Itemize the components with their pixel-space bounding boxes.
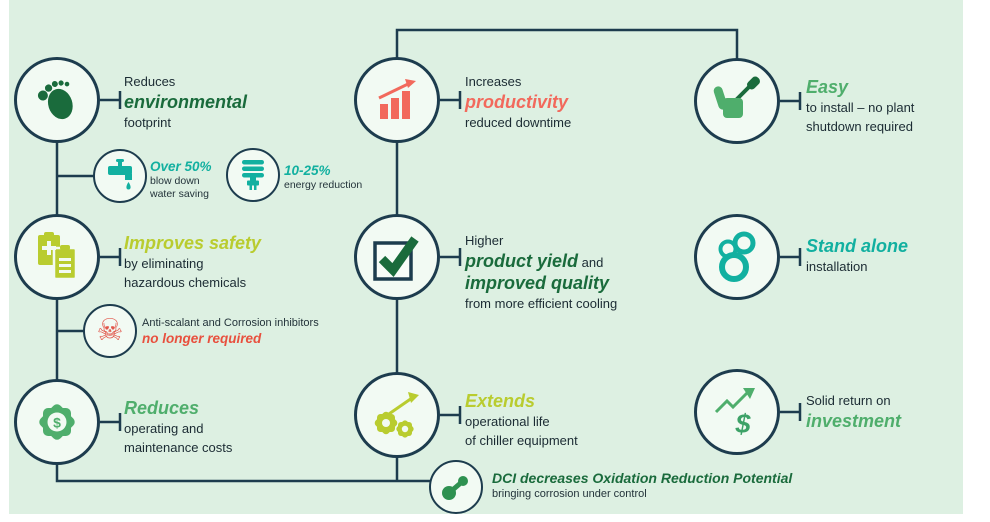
environmental-label: Reduces environmental footprint bbox=[124, 72, 247, 132]
label-line: installation bbox=[806, 259, 868, 274]
growth-dollar-icon: $ bbox=[714, 388, 755, 438]
productivity-label: Increases productivity reduced downtime bbox=[465, 72, 571, 132]
label-line: water saving bbox=[150, 187, 209, 200]
label-line: Higher bbox=[465, 233, 504, 248]
chemicals-label: Anti-scalant and Corrosion inhibitors no… bbox=[142, 316, 319, 347]
label-line: Reduces bbox=[124, 74, 176, 89]
extends-life-circle bbox=[354, 372, 440, 458]
clipboard-icon bbox=[38, 232, 78, 281]
faucet-icon bbox=[108, 159, 132, 190]
emphasis-line: no longer required bbox=[142, 331, 262, 346]
emphasis-line: productivity bbox=[465, 92, 569, 112]
emphasis-line: Improves safety bbox=[124, 233, 262, 253]
label-line: energy reduction bbox=[284, 179, 363, 191]
rings-icon bbox=[718, 231, 756, 282]
background bbox=[9, 0, 963, 514]
footprint-icon bbox=[37, 80, 73, 120]
roi-label: Solid return on investment bbox=[806, 391, 901, 432]
checkmark-icon bbox=[373, 236, 419, 281]
energy-reduction-label: 10-25% energy reduction bbox=[284, 162, 362, 192]
roi-circle: $ bbox=[694, 369, 780, 455]
product-yield-circle bbox=[354, 214, 440, 300]
standalone-label: Stand alone installation bbox=[806, 235, 908, 276]
dollar-glyph: $ bbox=[734, 409, 751, 438]
label-line: by eliminating bbox=[124, 256, 204, 271]
water-saving-circle bbox=[93, 149, 147, 203]
label-line: bringing corrosion under control bbox=[492, 488, 647, 500]
emphasis-line: Stand alone bbox=[806, 236, 909, 256]
stat-line: 10-25% bbox=[284, 163, 331, 178]
skull-crossbones-icon: ☠ bbox=[96, 313, 124, 348]
label-line: hazardous chemicals bbox=[124, 275, 247, 290]
thumbs-up-screwdriver-icon bbox=[713, 76, 760, 118]
environmental-footprint-circle bbox=[14, 57, 100, 143]
improves-safety-label: Improves safety by eliminating hazardous… bbox=[124, 232, 261, 292]
emphasis-line: Reduces bbox=[124, 398, 200, 418]
label-line: maintenance costs bbox=[124, 440, 233, 455]
label-line: Anti-scalant and Corrosion inhibitors bbox=[142, 317, 319, 329]
label-line: footprint bbox=[124, 115, 171, 130]
molecule-icon bbox=[442, 476, 468, 500]
easy-install-label: Easy to install – no plant shutdown requ… bbox=[806, 76, 914, 136]
label-line: from more efficient cooling bbox=[465, 296, 618, 311]
hazard-circle: ☠ bbox=[83, 304, 137, 358]
energy-reduction-circle bbox=[226, 148, 280, 202]
emphasis-line: environmental bbox=[124, 92, 248, 112]
gears-arrow-icon bbox=[374, 392, 419, 438]
label-line: of chiller equipment bbox=[465, 433, 578, 448]
gear-dollar-icon: $ bbox=[39, 404, 75, 440]
bar-chart-arrow-icon bbox=[378, 79, 416, 119]
emphasis-line: investment bbox=[806, 411, 902, 431]
emphasis-text: product yield bbox=[465, 251, 579, 271]
label-text: and bbox=[578, 255, 604, 270]
label-line: reduced downtime bbox=[465, 115, 572, 130]
emphasis-line: DCI decreases Oxidation Reduction Potent… bbox=[492, 470, 793, 486]
cfl-bulb-icon bbox=[242, 159, 264, 190]
reduces-costs-circle: $ bbox=[14, 379, 100, 465]
standalone-circle bbox=[694, 214, 780, 300]
label-line: Increases bbox=[465, 74, 522, 89]
label-line: Solid return on bbox=[806, 393, 891, 408]
productivity-circle bbox=[354, 57, 440, 143]
easy-install-circle bbox=[694, 58, 780, 144]
emphasis-line: Extends bbox=[465, 391, 536, 411]
dci-footer-label: DCI decreases Oxidation Reduction Potent… bbox=[492, 470, 792, 501]
reduces-costs-label: Reduces operating and maintenance costs bbox=[124, 397, 232, 457]
improves-safety-circle bbox=[14, 214, 100, 300]
label-line: operating and bbox=[124, 421, 204, 436]
emphasis-line: Easy bbox=[806, 77, 849, 97]
dollar-glyph: $ bbox=[53, 415, 61, 431]
label-line: blow down bbox=[150, 175, 200, 187]
stat-line: Over 50% bbox=[150, 159, 212, 174]
emphasis-line: improved quality bbox=[465, 273, 610, 293]
label-line: to install – no plant bbox=[806, 100, 915, 115]
extends-life-label: Extends operational life of chiller equi… bbox=[465, 390, 578, 450]
product-yield-label: Higher product yield and improved qualit… bbox=[465, 231, 617, 313]
dci-circle bbox=[429, 460, 483, 514]
label-line: operational life bbox=[465, 414, 550, 429]
water-saving-label: Over 50% blow down water saving bbox=[150, 158, 212, 200]
mixed-line: product yield and bbox=[465, 250, 617, 272]
label-line: shutdown required bbox=[806, 119, 913, 134]
